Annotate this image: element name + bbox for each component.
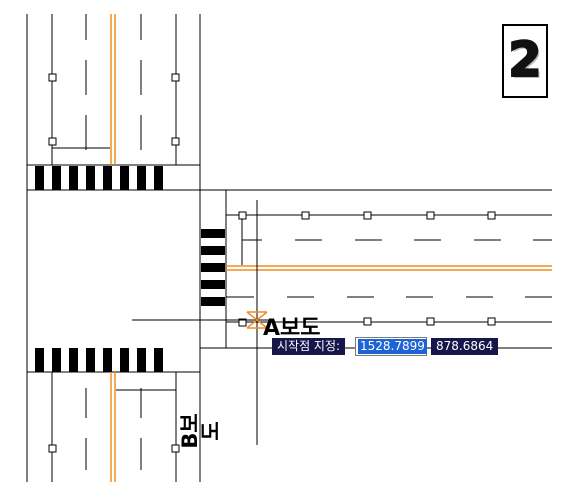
x-coordinate-value[interactable]: 1528.7899 xyxy=(358,339,427,354)
page-number: 2 xyxy=(507,31,542,89)
page-number-badge: 2 xyxy=(502,24,548,98)
crosshair-cursor-icon xyxy=(132,200,272,445)
vertical-road-bottom xyxy=(26,348,201,482)
centerline-right xyxy=(226,265,552,271)
crosswalk-right xyxy=(201,229,225,306)
road-label-b: B보도 xyxy=(178,413,223,449)
x-coordinate-input[interactable]: 1528.7899 xyxy=(355,337,427,356)
centerline-top xyxy=(110,14,116,165)
y-coordinate-input[interactable]: 878.6864 xyxy=(431,338,499,355)
command-prompt-label: 시작점 지정: xyxy=(272,338,346,355)
grip-points[interactable] xyxy=(48,73,496,453)
centerline-bottom xyxy=(110,372,116,482)
road-label-a: A보도 xyxy=(263,316,321,341)
vertical-road-top xyxy=(26,14,201,191)
crosswalk-top xyxy=(35,166,163,190)
horizontal-road-right xyxy=(226,214,552,323)
crosswalk-bottom xyxy=(35,348,163,372)
